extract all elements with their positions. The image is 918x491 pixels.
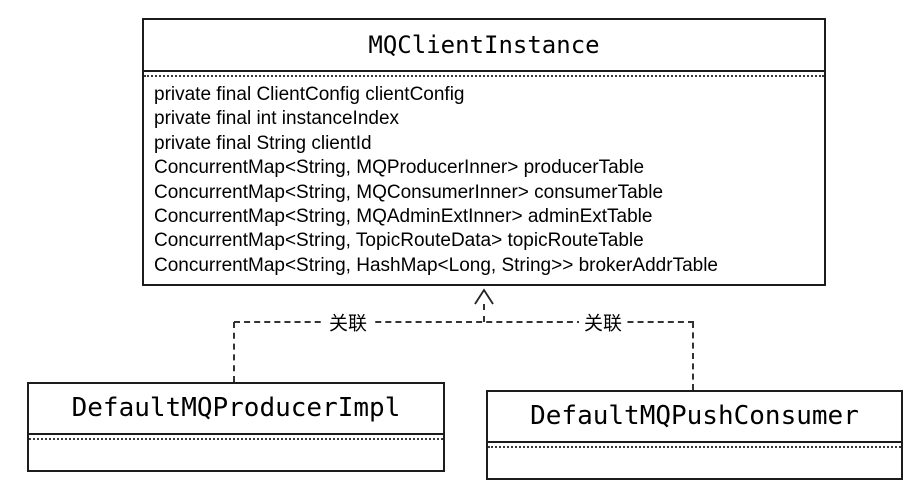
field-list: private final ClientConfig clientConfig … — [144, 77, 824, 278]
association-label-right: 关联 — [578, 308, 628, 336]
class-title-mqclientinstance: MQClientInstance — [144, 20, 824, 72]
class-field: private final ClientConfig clientConfig — [154, 84, 465, 105]
class-field: ConcurrentMap<String, HashMap<Long, Stri… — [154, 254, 718, 276]
class-field: ConcurrentMap<String, MQProducerInner> p… — [154, 157, 645, 179]
class-field: ConcurrentMap<String, MQConsumerInner> c… — [154, 181, 664, 203]
compartment-separator — [488, 446, 901, 448]
association-horizontal-line — [234, 321, 694, 323]
class-field: private final String clientId — [154, 132, 372, 154]
class-box-defaultmqpushconsumer: DefaultMQPushConsumer — [486, 390, 903, 480]
association-label-left: 关联 — [323, 308, 373, 336]
class-title-defaultmqproducerimpl: DefaultMQProducerImpl — [29, 384, 443, 435]
association-line-stub — [483, 304, 485, 322]
association-line-producer — [233, 322, 235, 382]
class-title-defaultmqpushconsumer: DefaultMQPushConsumer — [488, 392, 901, 443]
association-arrowhead-icon — [474, 288, 494, 305]
compartment-separator — [144, 75, 824, 77]
class-field: ConcurrentMap<String, TopicRouteData> to… — [154, 230, 644, 252]
class-field: private final int instanceIndex — [154, 108, 400, 130]
class-box-defaultmqproducerimpl: DefaultMQProducerImpl — [27, 382, 445, 472]
class-field: ConcurrentMap<String, MQAdminExtInner> a… — [154, 206, 653, 228]
association-line-consumer — [692, 322, 694, 390]
class-box-mqclientinstance: MQClientInstance private final ClientCon… — [142, 18, 826, 286]
compartment-separator — [29, 438, 443, 440]
